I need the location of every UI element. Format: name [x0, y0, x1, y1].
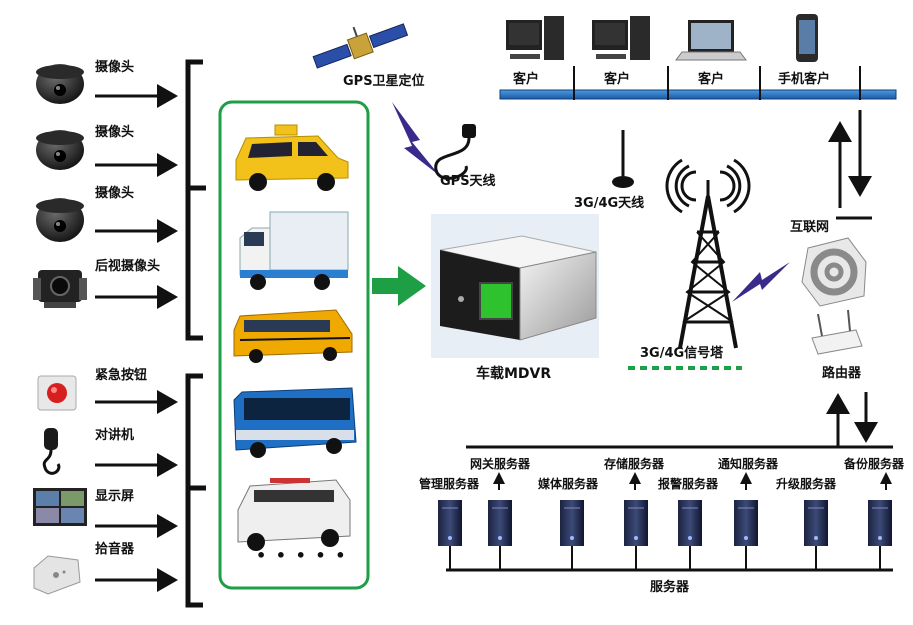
camera-2-icon — [36, 130, 84, 170]
client-pc-1-icon — [506, 16, 564, 60]
taxi-icon — [235, 124, 349, 191]
label-router: 路由器 — [822, 366, 862, 381]
label-camera-3: 摄像头 — [95, 186, 135, 201]
client-laptop-icon — [675, 20, 747, 61]
bracket-cameras — [185, 59, 206, 341]
truck-icon — [239, 211, 349, 290]
green-arrow — [372, 266, 426, 306]
camera-1-icon — [36, 64, 84, 104]
emergency-button-icon — [37, 375, 77, 411]
label-mobile-client: 手机客户 — [778, 72, 831, 87]
internet-lightning-icon — [732, 262, 790, 302]
label-internet: 互联网 — [790, 220, 830, 235]
bracket-accessories — [185, 373, 206, 608]
label-rear-camera: 后视摄像头 — [95, 259, 161, 274]
label-server-upgrade: 升级服务器 — [776, 477, 837, 491]
server-upgrade-icon — [804, 500, 828, 546]
coach-bus-icon — [233, 387, 357, 458]
label-gps-antenna: GPS天线 — [440, 174, 496, 189]
label-camera-2: 摄像头 — [95, 125, 135, 140]
armored-van-icon — [237, 478, 351, 551]
vehicles-more: • • • • • — [256, 546, 348, 565]
server-notify-icon — [734, 500, 758, 546]
client-pc-2-icon — [592, 16, 650, 60]
label-emergency-button: 紧急按钮 — [95, 368, 148, 383]
label-server-alarm: 报警服务器 — [658, 477, 719, 491]
server-backup-icon — [868, 500, 892, 546]
intercom-icon — [42, 428, 61, 475]
server-management-icon — [438, 500, 462, 546]
server-gateway-icon — [488, 500, 512, 546]
school-bus-icon — [233, 309, 353, 363]
vehicle-frame — [218, 100, 370, 590]
rear-camera-icon — [33, 270, 87, 308]
label-server-group: 服务器 — [650, 580, 690, 595]
gps-lightning-icon — [392, 102, 440, 176]
label-cellular-antenna: 3G/4G天线 — [574, 196, 645, 211]
label-intercom: 对讲机 — [95, 428, 135, 443]
label-server-notify: 通知服务器 — [718, 457, 779, 471]
label-pickup: 拾音器 — [95, 542, 135, 557]
client-network-bus — [499, 89, 897, 100]
label-server-media: 媒体服务器 — [538, 477, 599, 491]
label-client-1: 客户 — [513, 72, 540, 87]
client-phone-icon — [796, 14, 818, 62]
label-client-3: 客户 — [698, 72, 725, 87]
router-icon — [811, 309, 863, 355]
label-server-storage: 存储服务器 — [604, 457, 665, 471]
camera-3-icon — [36, 198, 84, 242]
mdvr-box-icon — [431, 214, 599, 358]
server-media-icon — [560, 500, 584, 546]
server-storage-icon — [624, 500, 648, 546]
label-camera-1: 摄像头 — [95, 60, 135, 75]
label-cell-tower: 3G/4G信号塔 — [640, 346, 724, 361]
pickup-microphone-icon — [33, 555, 81, 595]
label-mdvr: 车载MDVR — [476, 366, 552, 382]
label-server-gateway: 网关服务器 — [470, 457, 531, 471]
server-alarm-icon — [678, 500, 702, 546]
label-client-2: 客户 — [604, 72, 631, 87]
gps-satellite-icon — [312, 23, 409, 69]
label-server-backup: 备份服务器 — [844, 457, 905, 471]
internet-at-icon — [801, 237, 867, 307]
gps-antenna-icon — [434, 124, 476, 180]
label-display: 显示屏 — [95, 489, 135, 504]
label-server-management: 管理服务器 — [419, 477, 480, 491]
cell-tower-icon — [665, 158, 751, 349]
display-icon — [33, 488, 87, 526]
label-gps-satellite: GPS卫星定位 — [343, 74, 425, 89]
cellular-antenna-icon — [612, 130, 634, 188]
